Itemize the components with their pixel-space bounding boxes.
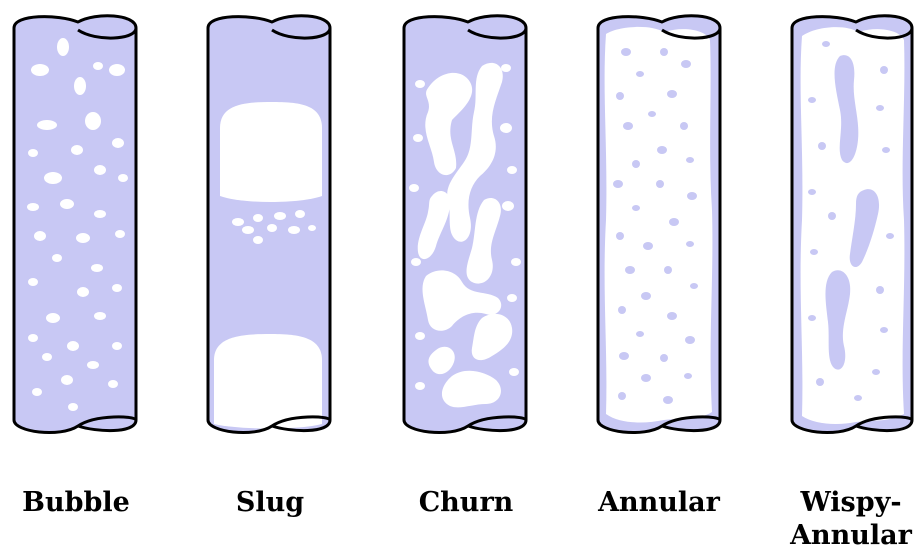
wispy-annular-pipe (792, 16, 912, 433)
label-bubble: Bubble (14, 486, 138, 519)
label-wispy-annular-line2: Annular (786, 519, 916, 552)
bubble-pipe-body (14, 16, 136, 433)
label-wispy-annular: Wispy- Annular (786, 486, 916, 552)
label-annular: Annular (594, 486, 724, 519)
churn-pipe (404, 16, 526, 433)
bubble-pipe (14, 16, 136, 433)
label-slug: Slug (208, 486, 332, 519)
slug-pipe (208, 16, 330, 433)
slug-lower-taylor-bubble (214, 334, 322, 429)
annular-pipe (598, 16, 720, 433)
slug-upper-taylor-bubble (220, 102, 322, 202)
label-churn: Churn (404, 486, 528, 519)
annular-gas-core (605, 27, 713, 423)
label-wispy-annular-line1: Wispy- (786, 486, 916, 519)
